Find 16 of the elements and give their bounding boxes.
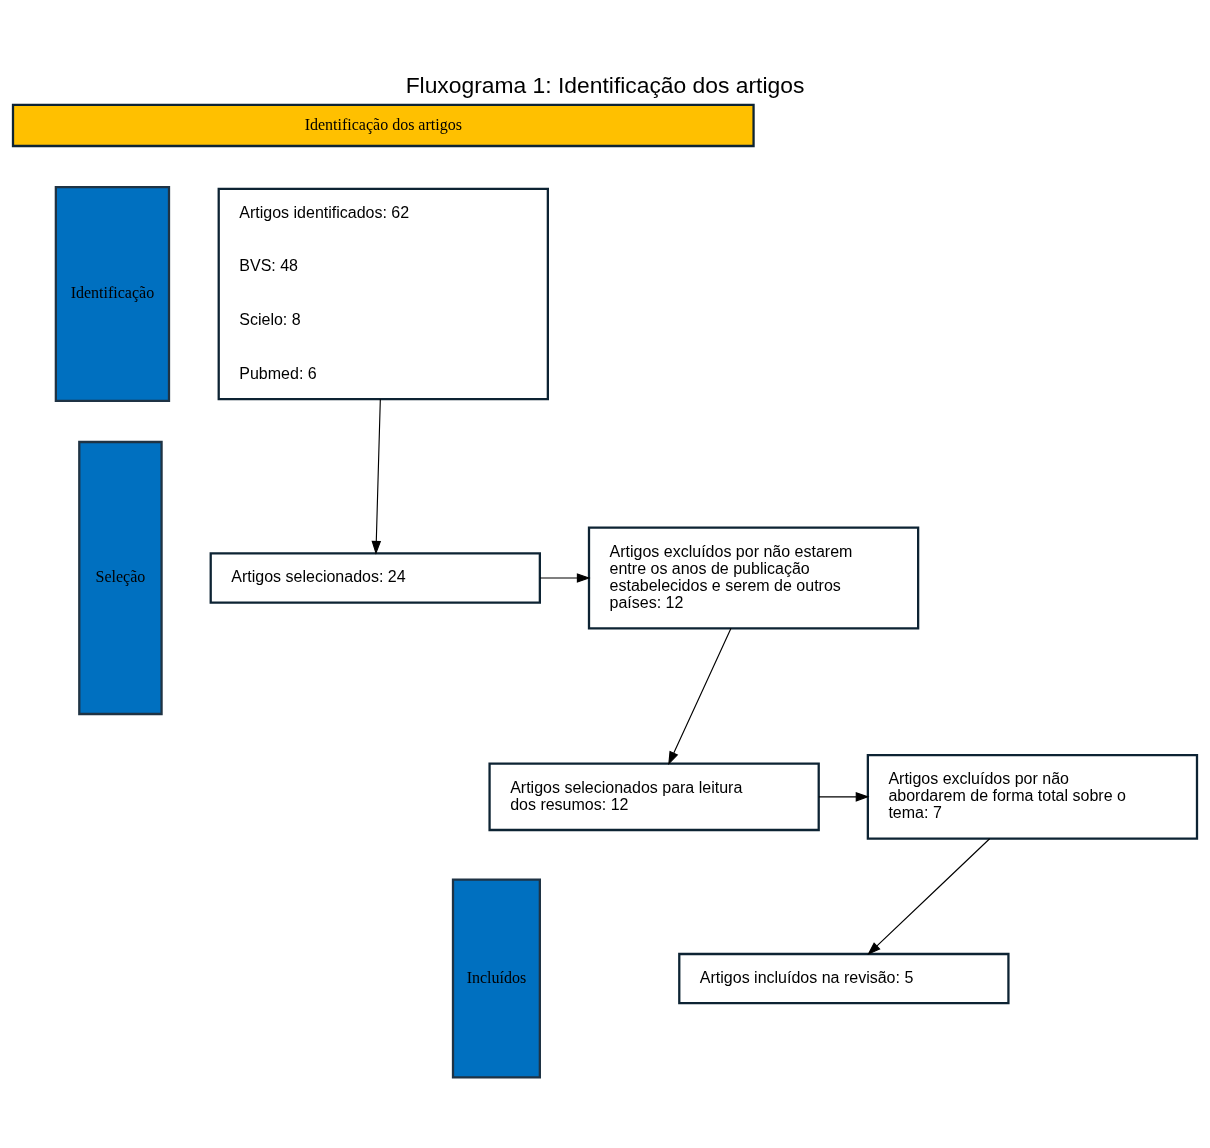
node-box: Identificação dos artigos [11,103,755,148]
node-box: Artigos excluídos por não estarem entre os anos de publicação estabelecidos e serem de outros países: 12 [587,526,920,630]
node-box: Artigos identificados: 62 BVS: 48 Scielo: 8 Pubmed: 6 [217,187,549,401]
diagram-title: Fluxograma 1: Identificação dos artigos [405,72,805,99]
node-box: Seleção [78,440,163,716]
arrow [668,627,732,766]
node-box: Artigos incluídos na revisão: 5 [678,952,1010,1005]
arrow [371,398,382,555]
node-box: Identificação [54,186,171,402]
node-box: Artigos selecionados para leitura dos resumos: 12 [488,762,820,832]
arrow [867,838,991,956]
arrow [818,792,870,802]
node-box: Artigos excluídos por não abordarem de forma total sobre o tema: 7 [866,754,1199,840]
node-box: Incluídos [451,878,541,1079]
node-box: Artigos selecionados: 24 [209,552,541,604]
arrow [539,573,591,583]
